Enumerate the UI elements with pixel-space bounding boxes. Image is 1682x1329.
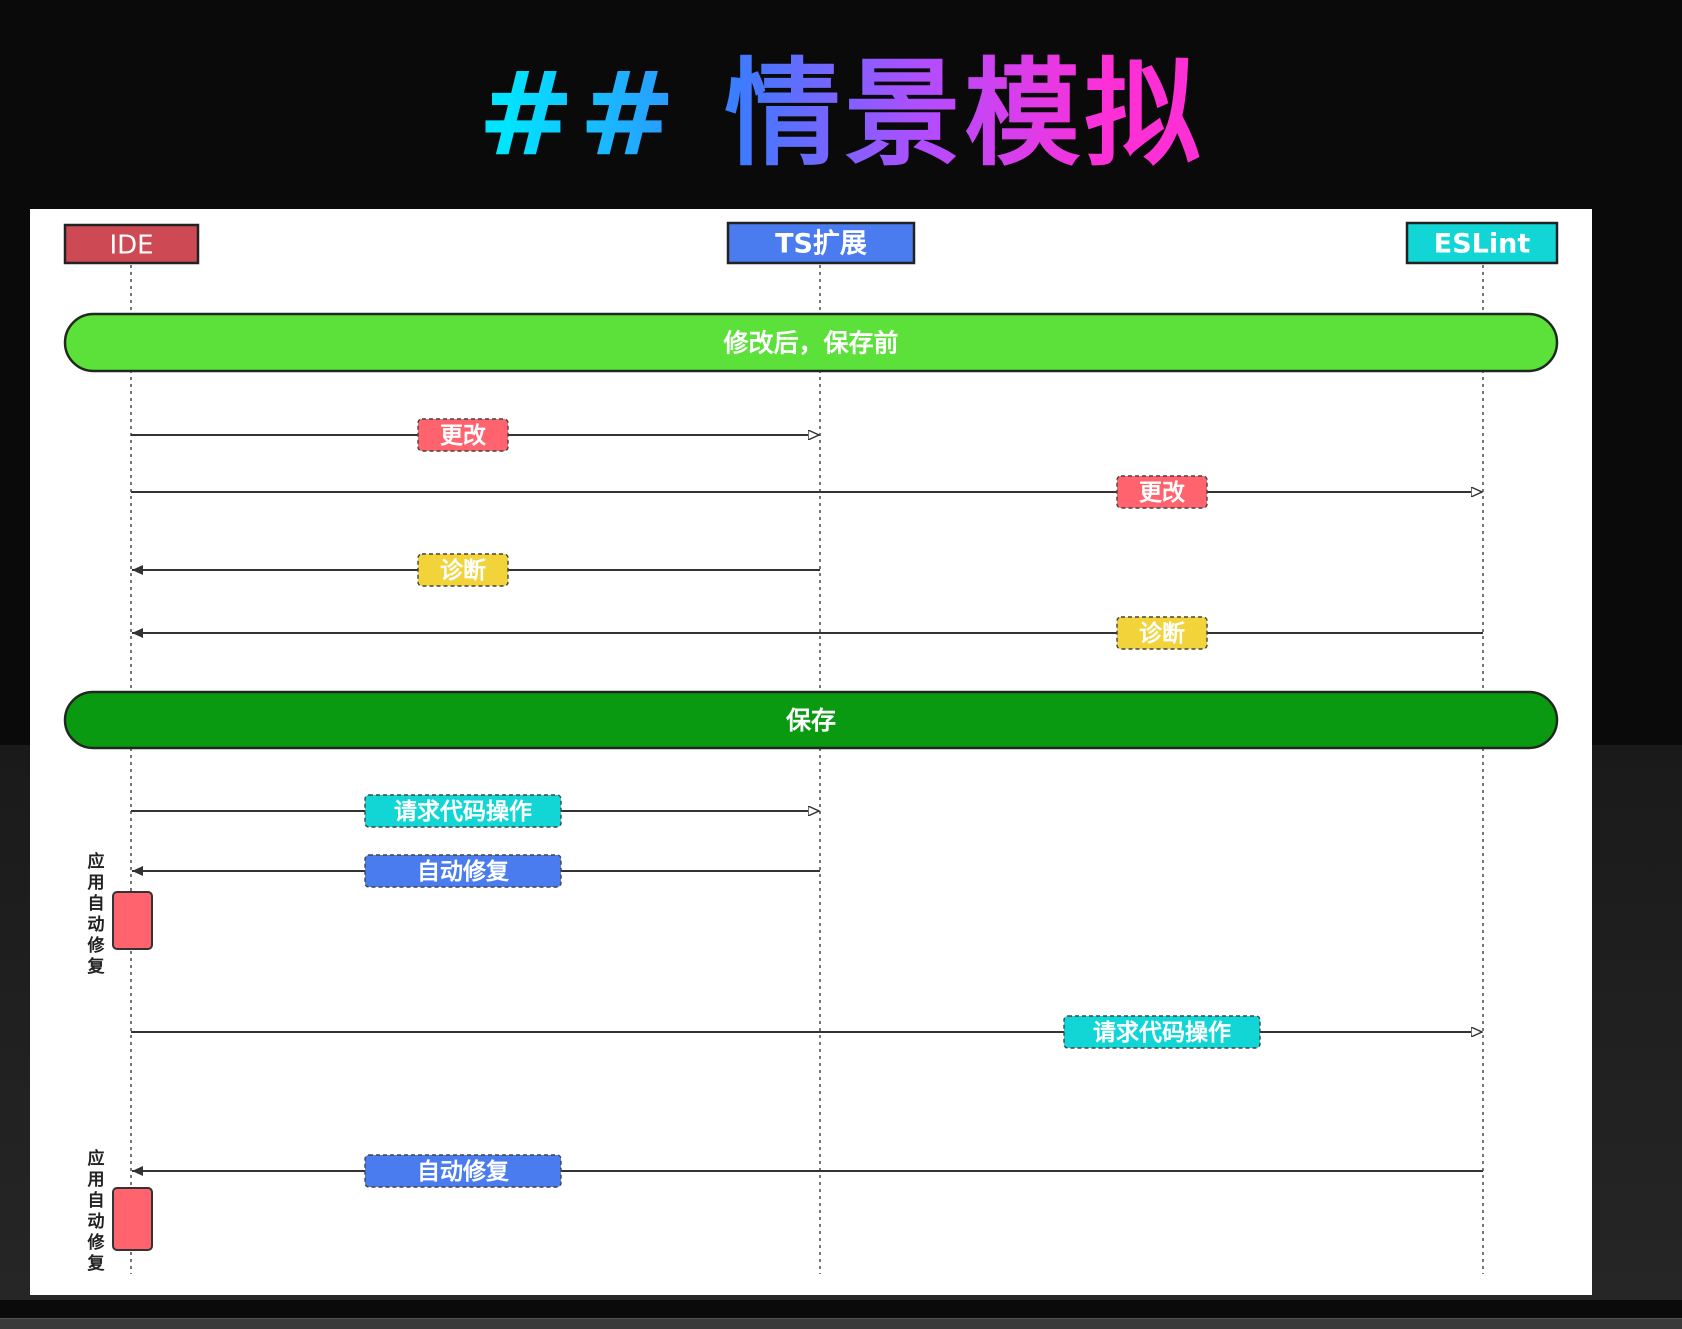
message-label-box	[364, 854, 562, 888]
message-label: 自动修复	[417, 1158, 510, 1185]
section-bar	[63, 312, 1559, 373]
message-label: 自动修复	[417, 858, 510, 885]
message-label: 诊断	[440, 557, 486, 584]
participant-box	[726, 221, 916, 265]
bottom-bar	[0, 1318, 1682, 1329]
activation-box	[112, 1187, 153, 1251]
message-label: 更改	[440, 423, 486, 449]
message-label-box	[1116, 475, 1208, 509]
message-label-box	[417, 553, 509, 587]
participant-box	[1405, 221, 1559, 265]
message-label-box	[1063, 1015, 1261, 1049]
participant-label: IDE	[109, 230, 153, 260]
section-label: 保存	[785, 706, 836, 735]
message-label: 诊断	[1139, 620, 1185, 647]
activation-label: 应用自动修复	[87, 1148, 106, 1274]
activation-label: 应用自动修复	[87, 851, 106, 977]
message-label-box	[364, 1154, 562, 1188]
participant-label: TS扩展	[775, 229, 867, 260]
section-label: 修改后，保存前	[722, 329, 898, 358]
section-bar	[63, 690, 1559, 750]
message-label-box	[417, 418, 509, 452]
activation-box	[112, 891, 153, 950]
participant-box	[63, 223, 200, 265]
message-label: 更改	[1139, 480, 1185, 506]
message-label: 请求代码操作	[394, 799, 532, 825]
message-label-box	[1116, 616, 1208, 650]
message-label-box	[364, 794, 562, 828]
page-title: ## 情景模拟	[0, 40, 1682, 190]
message-label: 请求代码操作	[1093, 1020, 1231, 1046]
participant-label: ESLint	[1434, 229, 1531, 260]
